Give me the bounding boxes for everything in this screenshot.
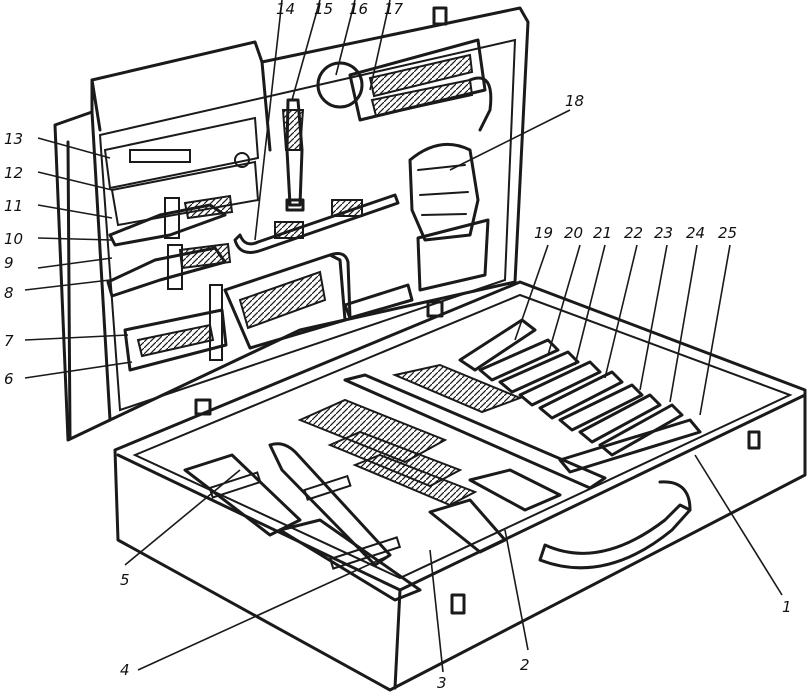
lid-tool-pliers-top <box>103 116 260 227</box>
callout-19: 19 <box>534 224 553 242</box>
lid-tool-wrench-rail <box>233 193 400 254</box>
callout-11: 11 <box>4 197 23 215</box>
callout-15: 15 <box>314 0 333 18</box>
callout-10: 10 <box>4 230 23 248</box>
lid-tool-hacksaw <box>223 252 414 350</box>
callout-4: 4 <box>120 661 130 679</box>
lid-tool-vise <box>408 142 490 292</box>
callout-22: 22 <box>624 224 643 242</box>
callout-labels: 1 2 3 4 5 6 7 8 9 10 11 12 13 14 15 16 1… <box>4 0 792 692</box>
callout-3: 3 <box>437 674 447 692</box>
callout-25: 25 <box>718 224 737 242</box>
callout-6: 6 <box>4 370 14 388</box>
lid-tool-pipe-clamp <box>316 38 493 132</box>
callout-20: 20 <box>564 224 583 242</box>
tray-left-tools <box>183 442 562 602</box>
callout-2: 2 <box>520 656 530 674</box>
callout-18: 18 <box>565 92 584 110</box>
callout-8: 8 <box>4 284 14 302</box>
callout-9: 9 <box>4 254 14 272</box>
callout-12: 12 <box>4 164 23 182</box>
callout-24: 24 <box>686 224 705 242</box>
callout-leaders <box>24 0 783 673</box>
callout-17: 17 <box>384 0 404 18</box>
tray-files <box>297 363 523 507</box>
callout-7: 7 <box>4 332 14 350</box>
case-lid <box>53 6 530 442</box>
callout-23: 23 <box>654 224 673 242</box>
case-base <box>113 280 807 692</box>
tray-handled-tools <box>458 318 702 474</box>
case-latches <box>194 6 761 615</box>
case-handle <box>538 480 692 570</box>
callout-13: 13 <box>4 130 23 148</box>
lid-tool-pliers <box>106 194 234 298</box>
tray-divider <box>343 373 607 490</box>
callout-5: 5 <box>120 571 130 589</box>
callout-14: 14 <box>276 0 295 18</box>
callout-16: 16 <box>349 0 368 18</box>
callout-1: 1 <box>782 598 792 616</box>
lid-tool-saw-blade <box>123 284 228 372</box>
callout-21: 21 <box>593 224 612 242</box>
lid-tool-hammer <box>281 98 305 212</box>
